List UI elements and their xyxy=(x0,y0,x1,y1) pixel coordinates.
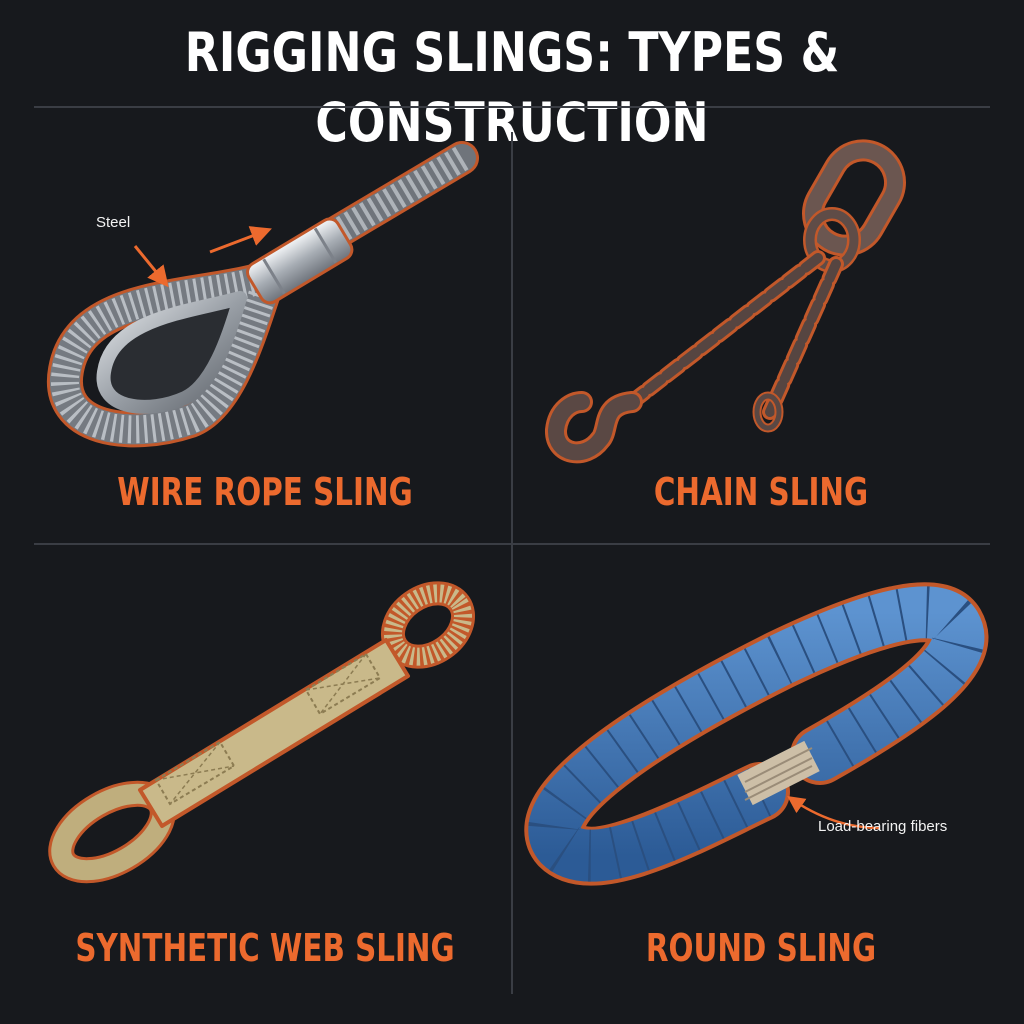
synthetic-web-sling-label: SYNTHETIC WEB SLING xyxy=(75,926,455,970)
wire-rope-callout: Steel xyxy=(96,214,131,231)
page-title: RIGGING SLINGS: TYPES & CONSTRUCTION xyxy=(184,21,840,154)
vertical-divider xyxy=(511,132,513,994)
synthetic-web-sling-illustration xyxy=(48,581,476,884)
chain-sling-label: CHAIN SLING xyxy=(653,470,869,514)
round-sling-illustration xyxy=(524,582,989,886)
round-sling-callout: Load-bearing fibers xyxy=(818,818,948,835)
title-divider xyxy=(34,106,990,108)
wire-rope-sling-label: WIRE ROPE SLING xyxy=(117,470,413,514)
round-sling-label: ROUND SLING xyxy=(645,926,877,970)
wire-rope-sling-illustration xyxy=(46,141,479,448)
chain-sling-illustration xyxy=(545,139,906,464)
